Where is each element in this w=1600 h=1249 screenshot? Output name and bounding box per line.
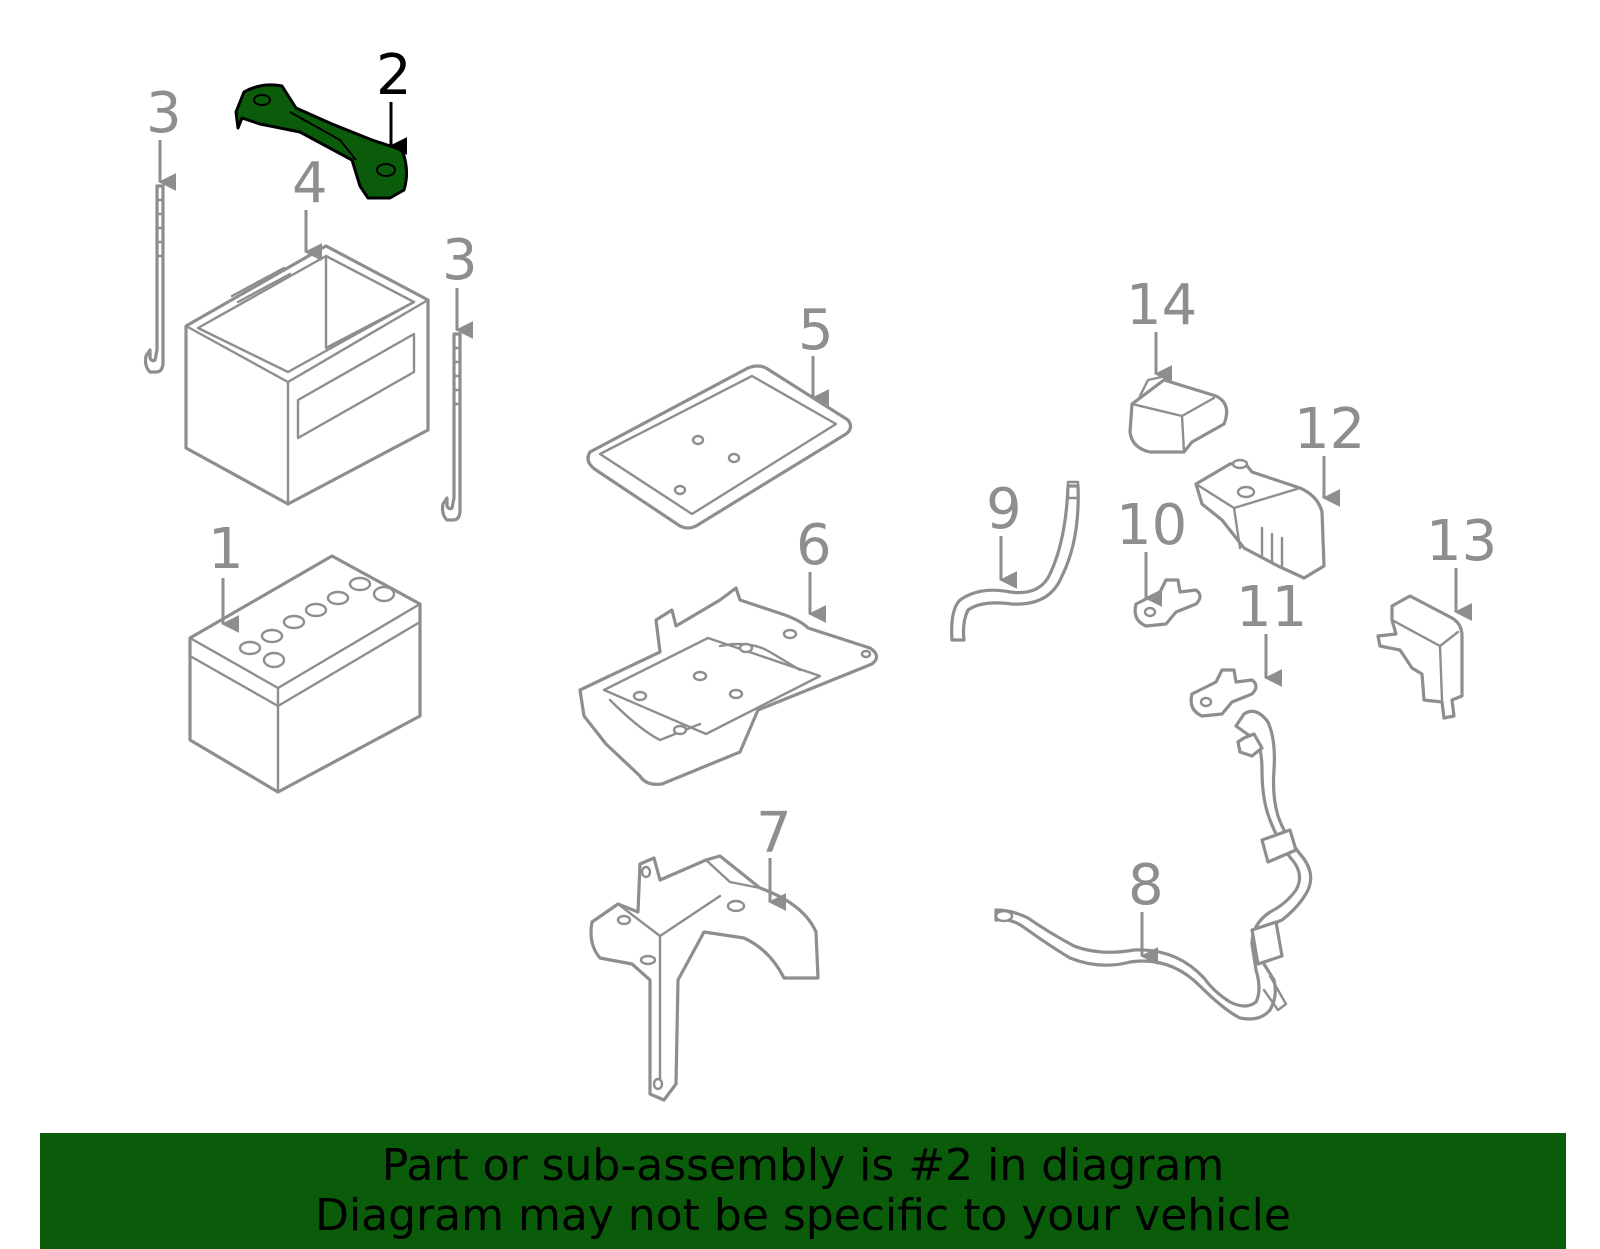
part-2-hold-down-bracket[interactable] (234, 83, 409, 200)
callout-3-left: 3 (146, 81, 182, 191)
part-12-fuse-holder[interactable] (1194, 458, 1326, 580)
callout-5: 5 (798, 298, 834, 407)
banner-line-disclaimer: Diagram may not be specific to your vehi… (315, 1190, 1291, 1241)
part-14-cover[interactable] (1128, 374, 1229, 454)
svg-text:9: 9 (986, 477, 1022, 542)
svg-text:8: 8 (1128, 853, 1164, 918)
svg-text:7: 7 (756, 801, 792, 866)
callout-11: 11 (1236, 575, 1307, 687)
part-3-hold-down-rod-right[interactable] (440, 332, 462, 522)
callout-10: 10 (1116, 493, 1187, 607)
callout-6: 6 (796, 513, 832, 623)
callout-14: 14 (1126, 273, 1197, 383)
part-10-terminal[interactable] (1133, 578, 1202, 628)
svg-text:1: 1 (208, 517, 244, 582)
callout-8: 8 (1128, 853, 1164, 965)
svg-text:13: 13 (1426, 509, 1497, 574)
svg-text:6: 6 (796, 513, 832, 578)
svg-text:5: 5 (798, 298, 834, 363)
svg-text:2: 2 (376, 43, 412, 108)
svg-text:3: 3 (146, 81, 182, 146)
svg-text:3: 3 (442, 228, 478, 293)
part-5-tray-pad[interactable] (586, 364, 853, 530)
part-3-hold-down-rod-left[interactable] (143, 184, 165, 374)
callout-7: 7 (756, 801, 792, 911)
part-4-battery-box[interactable] (184, 244, 430, 506)
svg-text:4: 4 (292, 151, 328, 216)
part-1-battery[interactable] (188, 554, 422, 794)
callout-9: 9 (986, 477, 1022, 589)
part-11-terminal[interactable] (1189, 668, 1258, 718)
svg-text:12: 12 (1294, 397, 1365, 462)
svg-text:14: 14 (1126, 273, 1197, 338)
banner-line-part-info: Part or sub-assembly is #2 in diagram (381, 1140, 1225, 1191)
svg-text:10: 10 (1116, 493, 1187, 558)
part-7-tray-support-bracket[interactable] (589, 854, 820, 1102)
part-6-battery-tray[interactable] (578, 586, 879, 786)
svg-text:11: 11 (1236, 575, 1307, 640)
part-13-connector[interactable] (1376, 594, 1464, 720)
callout-13: 13 (1426, 509, 1497, 621)
callout-2: 2 (376, 43, 412, 155)
callout-12: 12 (1294, 397, 1365, 507)
callout-4: 4 (292, 151, 328, 261)
callout-3-right: 3 (442, 228, 478, 339)
callout-1: 1 (208, 517, 244, 633)
info-banner: Part or sub-assembly is #2 in diagram Di… (40, 1133, 1566, 1249)
part-9-ground-cable[interactable] (950, 480, 1080, 642)
